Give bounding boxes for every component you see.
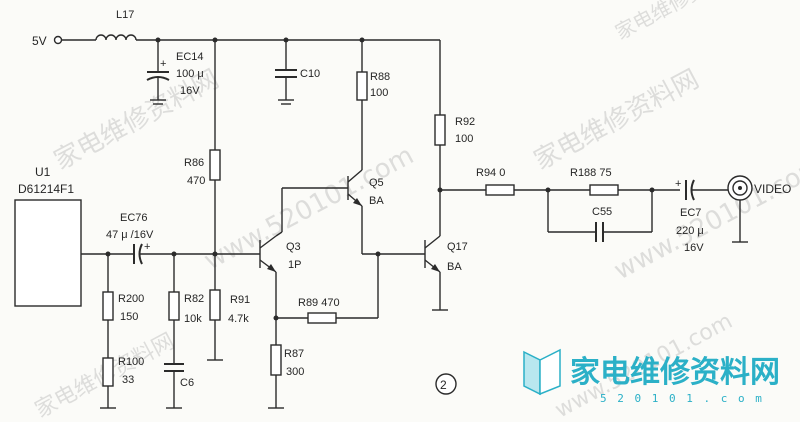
label-q17-type: BA <box>447 261 462 273</box>
label-q3-type: 1P <box>288 259 301 271</box>
label-r87-value: 300 <box>286 366 304 378</box>
label-ec76-value: 47 μ /16V <box>106 229 154 241</box>
label-r200: R200 <box>118 293 144 305</box>
label-q3: Q3 <box>286 241 301 253</box>
label-ec14-value: 100 μ <box>176 68 204 80</box>
label-ec14-voltage: 16V <box>180 85 200 97</box>
logo-text: 家电维修资料网 <box>570 355 780 390</box>
terminal-5v <box>53 35 63 45</box>
ec76-plus: + <box>144 241 150 253</box>
label-c55: C55 <box>592 206 612 218</box>
capacitor-ec7: + EC7 220 μ 16V <box>675 178 728 254</box>
label-r188: R188 75 <box>570 167 612 179</box>
ec7-plus: + <box>675 178 681 190</box>
label-r82-value: 10k <box>184 313 202 325</box>
label-c10: C10 <box>300 68 320 80</box>
label-r86-value: 470 <box>187 175 205 187</box>
transistor-q3: Q3 1P <box>259 188 301 318</box>
inductor-l17: L17 <box>95 9 137 41</box>
label-r88-value: 100 <box>370 87 388 99</box>
logo-book-icon <box>523 348 561 396</box>
transistor-q17: Q17 BA <box>424 232 468 311</box>
label-r100: R100 <box>118 356 144 368</box>
input-5v: 5V <box>32 34 96 48</box>
label-u1: U1 <box>35 165 51 179</box>
resistor-r100: R100 33 <box>100 320 144 409</box>
label-5v: 5V <box>32 34 47 48</box>
label-r91-value: 4.7k <box>228 313 249 325</box>
resistor-r89: R89 470 <box>276 254 379 324</box>
resistor-r82: R82 10k <box>168 254 204 364</box>
site-logo: 家电维修资料网 5 2 0 1 0 1 . c o m <box>523 348 780 405</box>
label-r200-value: 150 <box>120 311 138 323</box>
resistor-r88: R88 100 <box>356 40 390 170</box>
label-c6: C6 <box>180 377 194 389</box>
label-r87: R87 <box>284 348 304 360</box>
label-u1-part: D61214F1 <box>18 182 74 196</box>
label-ec7-voltage: 16V <box>684 242 704 254</box>
label-video: VIDEO <box>754 182 791 196</box>
ic-u1: U1 D61214F1 <box>14 165 82 307</box>
label-ec7: EC7 <box>680 207 701 219</box>
resistor-r200: R200 150 <box>102 254 144 323</box>
figure-number: 2 <box>435 373 457 395</box>
watermark-url-1: www.520101.com <box>199 140 419 276</box>
label-r89: R89 470 <box>298 297 340 309</box>
video-output-jack: VIDEO <box>727 175 791 243</box>
capacitor-ec76: + EC76 47 μ /16V <box>106 212 154 265</box>
resistor-r94: R94 0 <box>440 167 590 196</box>
label-r88: R88 <box>370 71 390 83</box>
label-r94: R94 0 <box>476 167 505 179</box>
capacitor-ec14: + EC14 100 μ 16V <box>146 40 204 105</box>
capacitor-c6: C6 <box>164 363 194 409</box>
label-q5-type: BA <box>369 195 384 207</box>
label-r91: R91 <box>230 294 250 306</box>
label-q17: Q17 <box>447 241 468 253</box>
label-fig-num: 2 <box>440 378 447 392</box>
resistor-r86: R86 470 <box>184 40 221 252</box>
watermark-cn-2: 家电维修资料网 <box>529 64 704 176</box>
watermark-url-2: www.520101.com <box>609 150 800 286</box>
watermark-cn-4: 家电维修资料网 <box>611 0 746 44</box>
label-q5: Q5 <box>369 177 384 189</box>
label-l17: L17 <box>116 9 134 21</box>
label-r82: R82 <box>184 293 204 305</box>
label-r86: R86 <box>184 157 204 169</box>
resistor-r92: R92 100 <box>434 40 475 232</box>
capacitor-c10: C10 <box>275 40 320 105</box>
resistor-r91: R91 4.7k <box>207 254 250 361</box>
capacitor-c55: C55 <box>547 190 653 242</box>
label-ec76: EC76 <box>120 212 148 224</box>
label-ec7-value: 220 μ <box>676 225 704 237</box>
label-r100-value: 33 <box>122 374 134 386</box>
logo-subtext: 5 2 0 1 0 1 . c o m <box>600 392 764 405</box>
ec14-plus: + <box>160 58 166 70</box>
label-r92-value: 100 <box>455 133 473 145</box>
label-r92: R92 <box>455 116 475 128</box>
resistor-r188: R188 75 <box>570 167 680 196</box>
resistor-r87: R87 300 <box>268 318 304 409</box>
transistor-q5: Q5 BA <box>282 169 384 254</box>
label-ec14: EC14 <box>176 51 204 63</box>
